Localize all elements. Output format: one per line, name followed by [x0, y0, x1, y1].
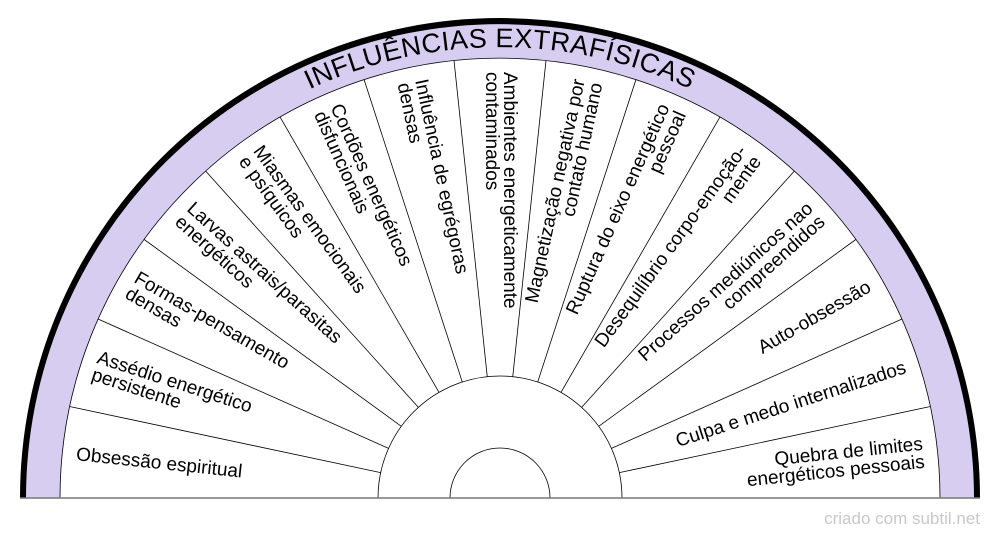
segment-divider: [97, 318, 389, 449]
segment-divider: [512, 60, 547, 377]
segment-divider: [611, 318, 903, 449]
segment-label-line: Ambientes energeticamente: [499, 72, 520, 309]
segment-divider: [279, 116, 440, 393]
segment-divider: [598, 239, 857, 427]
segment-divider: [363, 79, 463, 383]
segment-divider: [619, 406, 931, 474]
center-hub: [449, 447, 551, 499]
segment-divider: [143, 239, 402, 427]
segments-area: [59, 57, 941, 499]
segment-divider: [453, 60, 488, 377]
segment-dividers: [69, 60, 931, 474]
segment-divider: [69, 406, 381, 474]
segment-divider: [205, 170, 419, 408]
inner-hub: [377, 375, 623, 499]
segment-label[interactable]: Ambientes energeticamentecontaminados: [481, 72, 520, 309]
segment-divider: [560, 116, 721, 393]
watermark: criado com subtil.net: [824, 509, 980, 528]
segment-label-line: contaminados: [481, 72, 502, 190]
segment-divider: [537, 79, 637, 383]
segment-divider: [581, 170, 795, 408]
